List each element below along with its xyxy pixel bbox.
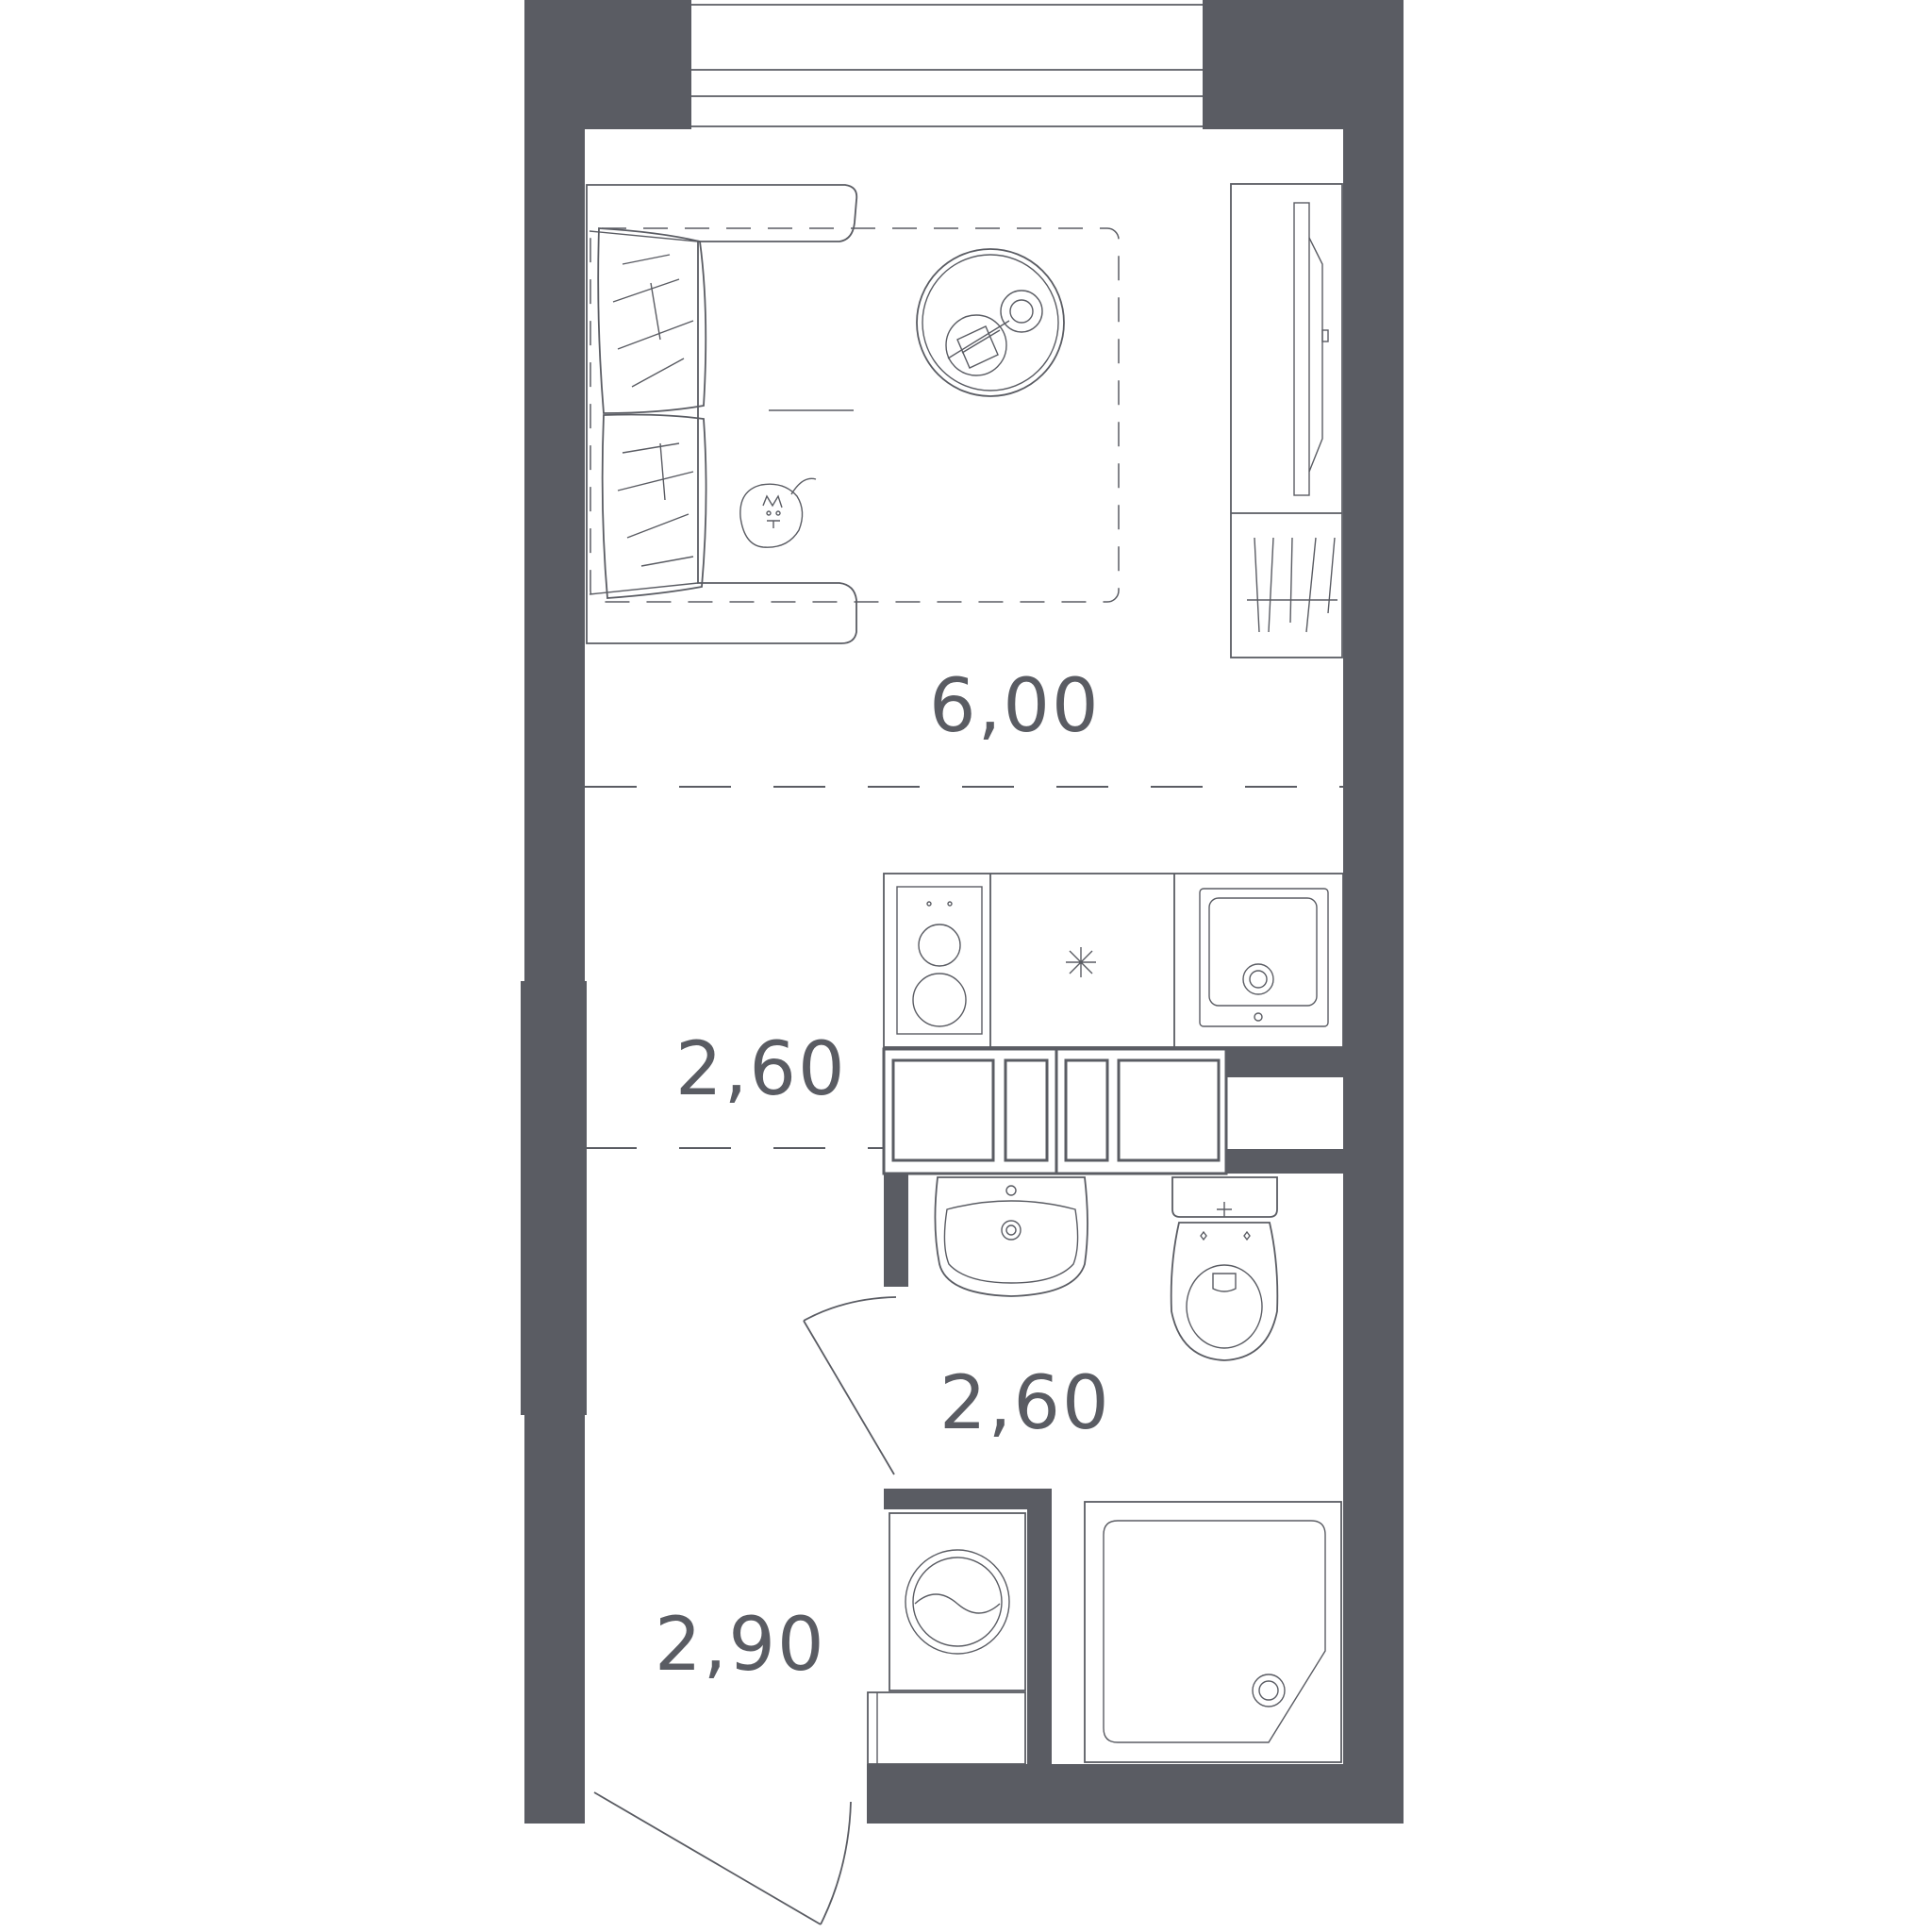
bathroom-door-icon xyxy=(803,1296,897,1475)
entry-door-icon xyxy=(593,1791,852,1925)
kitchen-counter xyxy=(883,873,1344,1048)
kitchen-cabinets xyxy=(882,1047,1228,1175)
hallway-area-label: 2,90 xyxy=(655,1603,826,1688)
rug xyxy=(590,227,1120,603)
sofa-icon xyxy=(586,184,858,644)
wardrobe-icon xyxy=(1230,183,1343,658)
walls xyxy=(521,0,1404,1824)
coffee-table-icon xyxy=(916,248,1065,397)
toilet-icon xyxy=(1170,1176,1279,1361)
kitchen-area-label: 2,60 xyxy=(675,1027,847,1112)
shower-tray-icon xyxy=(1084,1501,1342,1763)
washbasin-icon xyxy=(934,1176,1088,1297)
cat-icon xyxy=(739,477,817,548)
bathroom-area-label: 2,60 xyxy=(939,1361,1111,1446)
stove-icon xyxy=(896,886,983,1035)
living-room-area-label: 6,00 xyxy=(929,664,1101,749)
snowflake-icon xyxy=(1066,947,1096,977)
washing-machine-icon xyxy=(867,1512,1026,1765)
window-icon xyxy=(691,4,1203,127)
sink-icon xyxy=(1199,888,1329,1027)
